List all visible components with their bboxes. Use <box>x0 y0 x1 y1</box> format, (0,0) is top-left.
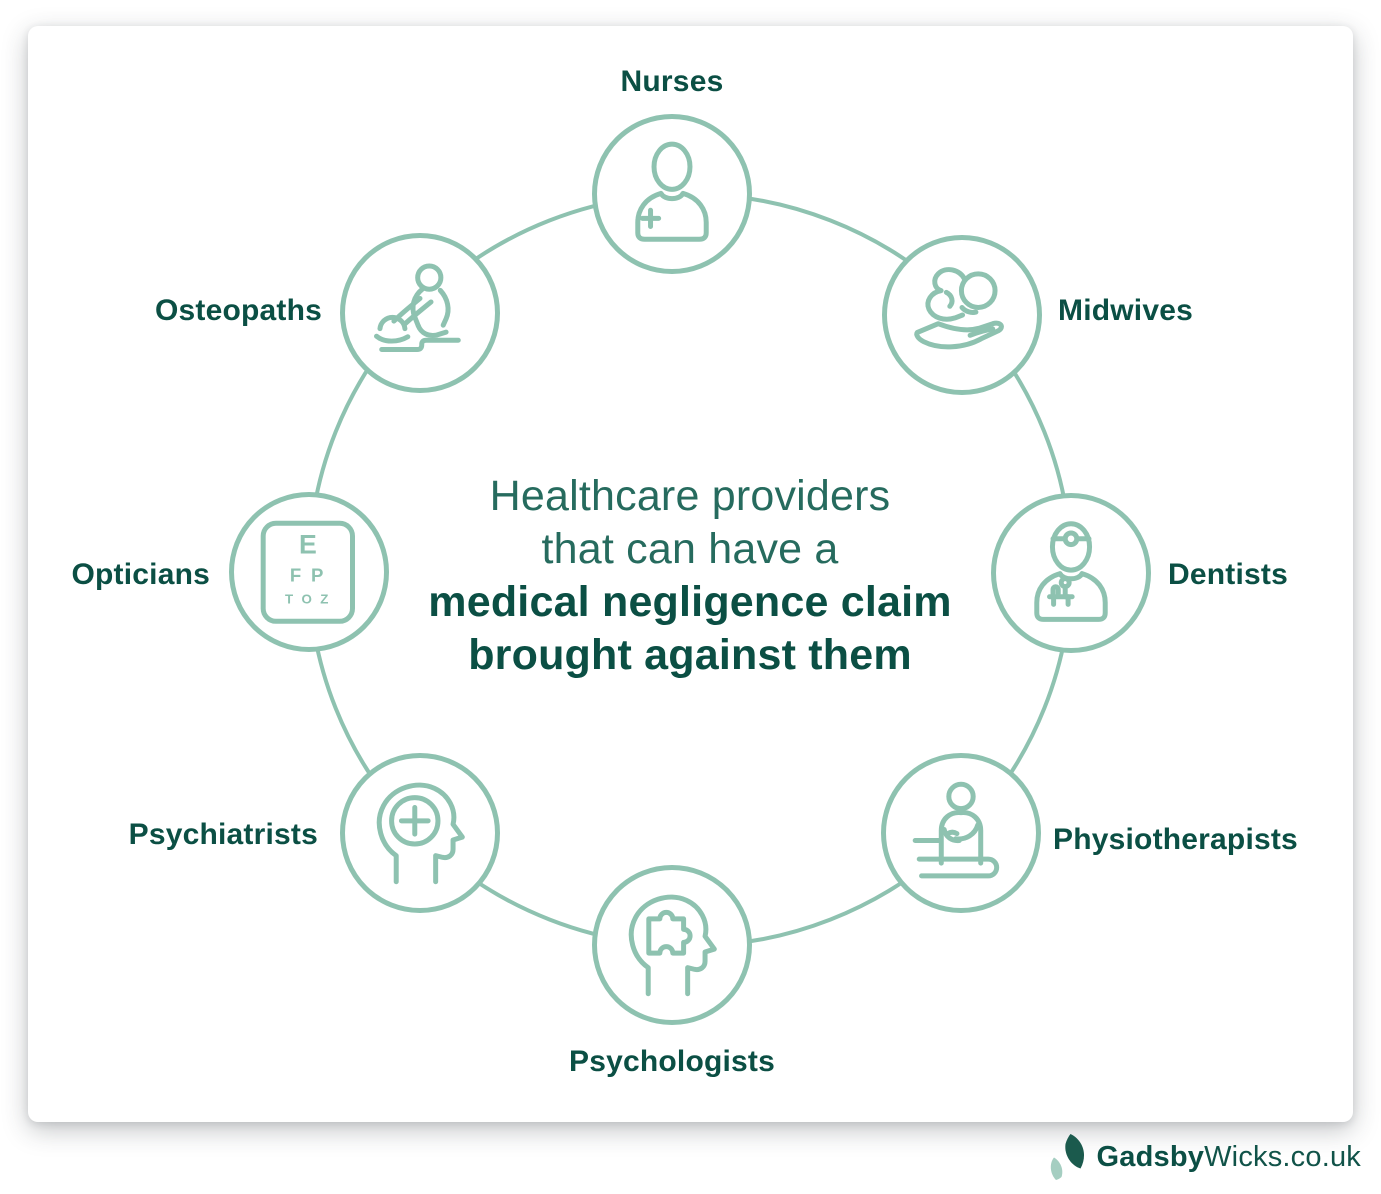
center-headline: Healthcare providers that can have a med… <box>340 470 1040 682</box>
headline-line-2: that can have a <box>541 525 839 573</box>
headline-line-4: brought against them <box>468 631 912 679</box>
brand-url: GadsbyWicks.co.uk <box>1097 1141 1361 1174</box>
plus-icon <box>639 207 662 229</box>
dentist-head-mirror-icon <box>1034 521 1108 622</box>
brand-bold-part: Gadsby <box>1096 1140 1205 1173</box>
provider-label-midwives: Midwives <box>1058 294 1193 327</box>
eye-chart-row-1: E <box>299 529 317 559</box>
provider-label-physiotherapists: Physiotherapists <box>1053 823 1298 856</box>
provider-node-psychologists <box>592 865 752 1025</box>
footer-brand: GadsbyWicks.co.uk <box>1043 1133 1361 1181</box>
puzzle-piece-icon <box>646 909 693 956</box>
brand-regular-part: Wicks.co.uk <box>1204 1140 1361 1173</box>
provider-node-osteopaths <box>340 233 500 393</box>
osteopath-treatment-icon <box>374 263 461 353</box>
provider-label-osteopaths: Osteopaths <box>154 294 322 327</box>
eye-chart-board <box>260 520 355 624</box>
leaf-icon <box>1050 1134 1084 1180</box>
head-plus-icon <box>376 782 465 885</box>
dental-tool-icon <box>1047 576 1075 607</box>
provider-node-physiotherapists <box>881 753 1041 913</box>
provider-label-dentists: Dentists <box>1168 558 1288 591</box>
provider-label-nurses: Nurses <box>620 65 724 98</box>
provider-node-midwives <box>882 235 1042 395</box>
provider-node-opticians: E F P T O Z <box>229 492 389 652</box>
provider-node-psychiatrists <box>340 753 500 913</box>
provider-label-psychologists: Psychologists <box>569 1045 775 1078</box>
plus-icon <box>398 804 431 837</box>
nurse-icon <box>635 141 709 242</box>
headline-line-3: medical negligence claim <box>428 578 952 626</box>
physiotherapist-treatment-icon <box>912 781 1000 879</box>
headline-line-1: Healthcare providers <box>489 472 891 520</box>
eye-chart-row-3: T O Z <box>285 591 331 606</box>
provider-node-dentists <box>991 493 1151 653</box>
provider-label-psychiatrists: Psychiatrists <box>128 818 318 851</box>
midwife-baby-in-hand-icon <box>914 267 1004 350</box>
provider-node-nurses <box>592 114 752 274</box>
eye-chart-row-2: F P <box>290 564 326 585</box>
provider-label-opticians: Opticians <box>71 558 210 591</box>
eye-chart-icon: E F P T O Z <box>260 520 355 624</box>
head-puzzle-icon <box>628 894 717 997</box>
